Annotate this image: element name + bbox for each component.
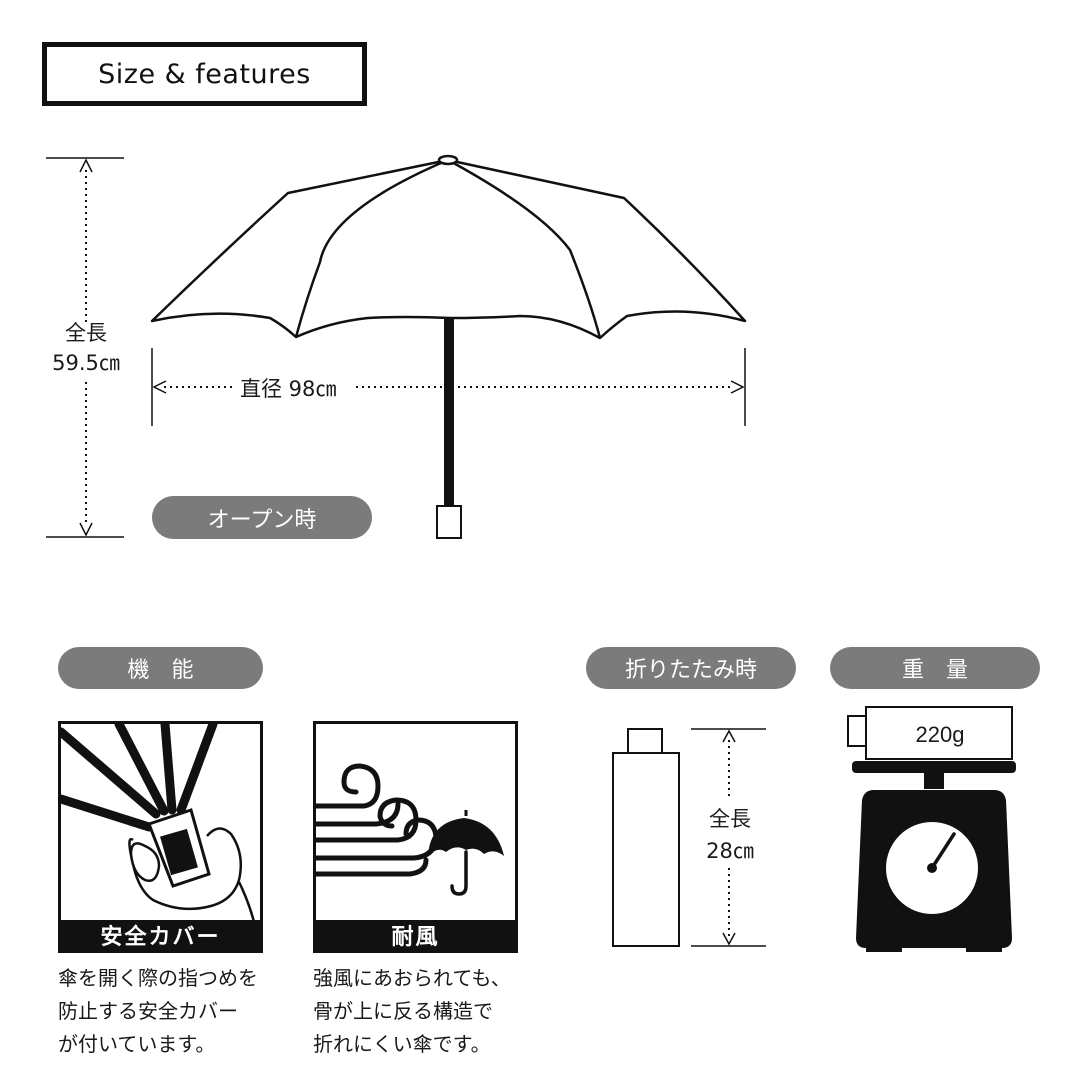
open-length: 全長 59.5㎝ — [46, 318, 126, 378]
desc-line: が付いています。 — [58, 1032, 216, 1056]
desc-line: 傘を開く際の指つめを — [58, 966, 258, 990]
feature-card-wind-resistant-description: 強風にあおられても、 骨が上に反る構造で 折れにくい傘です。 — [313, 962, 511, 1061]
open-length-value: 59.5㎝ — [52, 351, 120, 375]
open-diameter-label: 直径 98㎝ — [240, 377, 337, 401]
open-length-label: 全長 — [65, 321, 107, 345]
feature-card-safety-cover-band: 安全カバー — [61, 920, 260, 950]
folded-state-badge-text: 折りたたみ時 — [624, 658, 757, 683]
diameter-dimension — [151, 348, 746, 426]
open-state-badge-text: オープン時 — [207, 507, 317, 533]
desc-line: 骨が上に反る構造で — [313, 999, 493, 1023]
desc-line: 強風にあおられても、 — [313, 966, 511, 990]
feature-card-safety-cover: 安全カバー — [58, 721, 263, 953]
feature-card-wind-resistant: 耐風 — [313, 721, 518, 953]
page-title: Size & features — [42, 42, 367, 106]
feature-card-wind-resistant-title: 耐風 — [391, 925, 440, 950]
wind-umbrella-icon — [316, 763, 504, 896]
feature-card-wind-resistant-band: 耐風 — [316, 920, 515, 950]
folded-length: 全長 28㎝ — [694, 803, 766, 867]
folded-length-dimension — [691, 728, 766, 947]
umbrella-canopy — [150, 154, 747, 340]
feature-card-safety-cover-title: 安全カバー — [100, 925, 221, 950]
folded-length-label: 全長 — [709, 807, 751, 831]
height-dimension — [46, 157, 124, 538]
open-state-badge: オープン時 — [152, 496, 372, 539]
page-title-text: Size & features — [98, 58, 311, 90]
features-badge: 機 能 — [58, 647, 263, 689]
folded-length-value: 28㎝ — [706, 839, 754, 863]
weight-badge-text: 重 量 — [901, 658, 968, 683]
hand-safety-cover-icon — [61, 724, 260, 950]
folded-umbrella-body — [612, 752, 680, 947]
umbrella-shaft — [436, 318, 462, 539]
desc-line: 折れにくい傘です。 — [313, 1032, 491, 1056]
feature-card-safety-cover-description: 傘を開く際の指つめを 防止する安全カバー が付いています。 — [58, 962, 258, 1061]
weight-value: 220g — [915, 722, 965, 747]
folded-state-badge: 折りたたみ時 — [586, 647, 796, 689]
weight-badge: 重 量 — [830, 647, 1040, 689]
features-badge-text: 機 能 — [127, 658, 194, 683]
desc-line: 防止する安全カバー — [58, 999, 238, 1023]
